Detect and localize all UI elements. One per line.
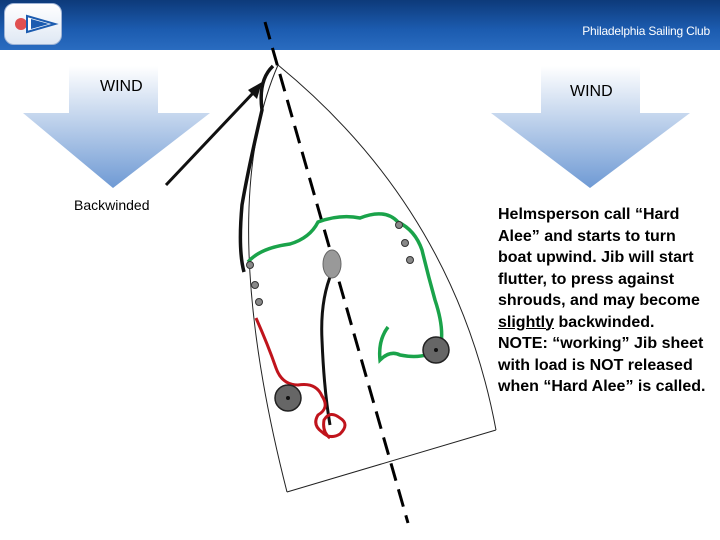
red-jib-sheet [254,317,347,440]
explanation-part1: Helmsperson call “Hard Alee” and starts … [498,206,700,309]
fairlead-dot [395,221,403,229]
right-wind-arrow [491,66,690,188]
jib-sail [238,64,275,273]
right-wind-label: WIND [570,83,613,100]
boom [320,271,334,426]
boat-hull [248,64,497,493]
backwinded-label: Backwinded [74,197,150,213]
burgee-logo-icon [15,14,59,34]
explanation-part2: backwinded. NOTE: “working” Jib sheet wi… [498,313,706,396]
fairlead-dot [251,281,259,289]
fairlead-dot [246,261,254,269]
left-wind-arrow [23,66,210,188]
club-logo[interactable] [4,3,62,45]
backwinded-pointer [164,90,256,187]
mast [322,249,342,279]
pointer-arrowhead [248,82,262,99]
green-jib-sheet [246,212,444,364]
club-name: Philadelphia Sailing Club [582,24,710,38]
fairlead-dot [401,239,409,247]
explanation-emphasis: slightly [498,313,555,331]
fairlead-dot [406,256,414,264]
port-winch-icon [274,384,302,412]
header-bar: Philadelphia Sailing Club [0,0,720,50]
left-wind-label: WIND [100,78,143,95]
fairlead-dot [255,298,263,306]
explanation-text: Helmsperson call “Hard Alee” and starts … [498,204,708,398]
starboard-winch-icon [422,336,450,364]
